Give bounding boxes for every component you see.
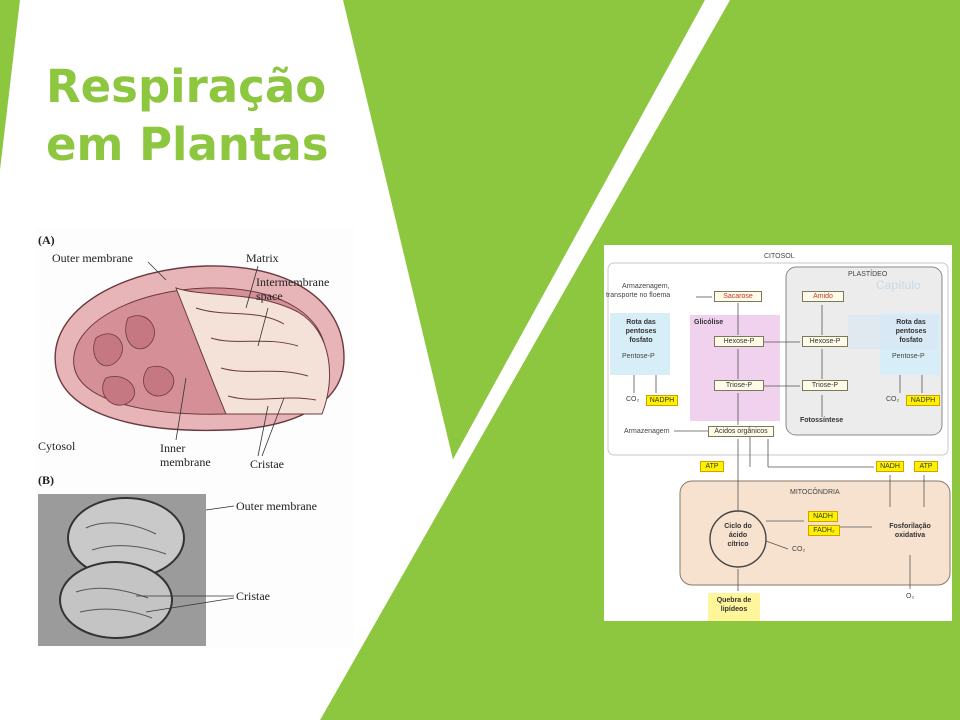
center-green-band bbox=[343, 0, 705, 468]
badge-nadh-top: NADH bbox=[876, 461, 904, 472]
label-pentose-p-right: Pentose-P bbox=[892, 353, 925, 360]
label-rota-left-1: Rota das bbox=[626, 319, 656, 326]
title-line-2: em Plantas bbox=[46, 118, 329, 171]
badge-nadph-left: NADPH bbox=[646, 395, 678, 406]
respiration-pathway-diagram: CITOSOL PLASTÍDEO Capítulo Armazenagem, … bbox=[604, 245, 952, 621]
box-hexose-p-plastid: Hexose-P bbox=[802, 336, 848, 347]
label-fosforilacao-1: Fosforilação bbox=[889, 523, 931, 530]
box-acidos-organicos: Ácidos orgânicos bbox=[708, 426, 774, 437]
label-outer-membrane: Outer membrane bbox=[52, 251, 133, 265]
label-o2: O₂ bbox=[906, 593, 915, 600]
label-armazenagem: Armazenagem bbox=[624, 428, 670, 435]
label-plastideo: PLASTÍDEO bbox=[848, 271, 888, 278]
left-green-strip bbox=[0, 0, 20, 170]
box-amido: Amido bbox=[802, 291, 844, 302]
label-cytosol: Cytosol bbox=[38, 439, 76, 453]
label-co2-left: CO₂ bbox=[626, 396, 640, 403]
label-pentose-p-left: Pentose-P bbox=[622, 353, 655, 360]
pathway-shapes bbox=[607, 262, 951, 621]
mitochondrion-figure: (A) Outer membrane Matrix Intermembrane … bbox=[36, 228, 354, 648]
box-triose-p-plastid: Triose-P bbox=[802, 380, 848, 391]
label-rota-right-1: Rota das bbox=[896, 319, 926, 326]
label-inner: Inner bbox=[160, 441, 186, 455]
label-panel-a: (A) bbox=[38, 233, 55, 247]
badge-fadh2: FADH₂ bbox=[808, 525, 840, 536]
label-quebra-2: lipídeos bbox=[720, 606, 748, 613]
label-co2-right: CO₂ bbox=[886, 396, 900, 403]
white-diagonal-stripe bbox=[310, 0, 730, 720]
label-ciclo-3: cítrico bbox=[727, 541, 749, 548]
watermark-capitulo: Capítulo bbox=[876, 278, 921, 292]
box-sacarose: Sacarose bbox=[714, 291, 762, 302]
label-inner-membrane: membrane bbox=[160, 455, 211, 469]
label-armazenagem-floema-2: transporte no floema bbox=[606, 292, 671, 299]
label-fosforilacao-2: oxidativa bbox=[894, 532, 926, 539]
label-ciclo-2: ácido bbox=[728, 532, 748, 539]
badge-atp-right: ATP bbox=[914, 461, 938, 472]
box-triose-p-cytosol: Triose-P bbox=[714, 380, 764, 391]
label-citosol: CITOSOL bbox=[764, 253, 795, 260]
box-hexose-p-cytosol: Hexose-P bbox=[714, 336, 764, 347]
label-panel-b: (B) bbox=[38, 473, 54, 487]
label-rota-left-3: fosfato bbox=[629, 337, 653, 344]
label-rota-right-3: fosfato bbox=[899, 337, 923, 344]
label-intermembrane: Intermembrane bbox=[256, 275, 330, 289]
label-rota-right-2: pentoses bbox=[895, 328, 927, 335]
badge-atp-left: ATP bbox=[700, 461, 724, 472]
label-em-outer-membrane: Outer membrane bbox=[236, 499, 317, 513]
title-line-1: Respiração bbox=[46, 60, 327, 113]
label-armazenagem-floema-1: Armazenagem, bbox=[622, 283, 670, 290]
label-ciclo-1: Ciclo do bbox=[724, 523, 752, 530]
label-matrix: Matrix bbox=[246, 251, 279, 265]
label-co2-mito: CO₂ bbox=[792, 546, 806, 553]
label-intermembrane-space: space bbox=[256, 289, 283, 303]
label-quebra-1: Quebra de bbox=[716, 597, 752, 604]
label-fotossintese: Fotossíntese bbox=[800, 417, 844, 424]
label-em-cristae: Cristae bbox=[236, 589, 270, 603]
label-cristae-a: Cristae bbox=[250, 457, 284, 471]
label-mitocondria: MITOCÔNDRIA bbox=[790, 489, 840, 496]
mitochondrion-illustration bbox=[36, 228, 354, 648]
slide-title: Respiração em Plantas bbox=[46, 58, 329, 174]
label-rota-left-2: pentoses bbox=[625, 328, 657, 335]
badge-nadh-mito: NADH bbox=[808, 511, 838, 522]
badge-nadph-right: NADPH bbox=[906, 395, 940, 406]
label-glicolise: Glicólise bbox=[694, 319, 724, 326]
